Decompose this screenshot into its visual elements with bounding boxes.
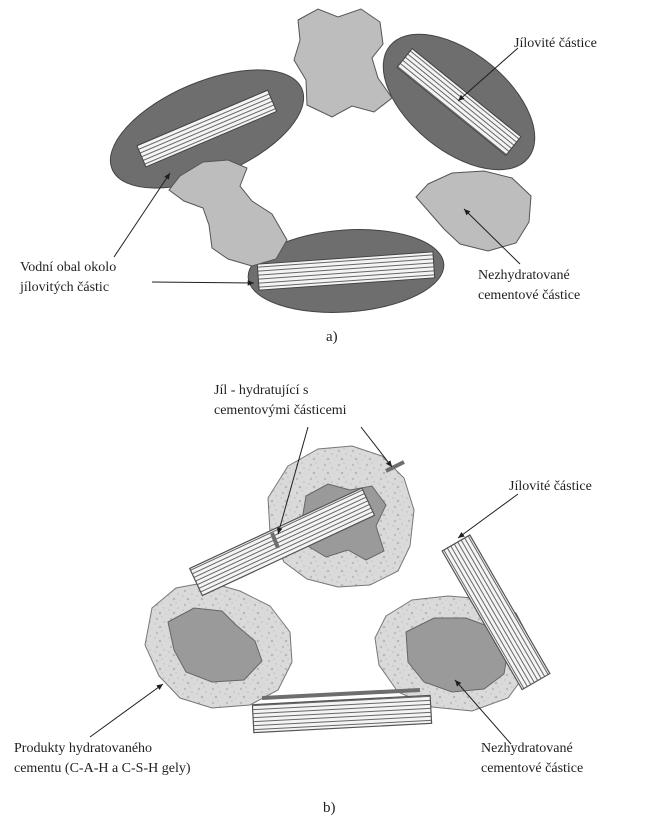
- cement-particle-top: [294, 9, 392, 117]
- label-unhydrated-b-line2: cementové částice: [481, 759, 583, 779]
- arrow-clay-b: [458, 494, 518, 538]
- caption-a: a): [326, 327, 338, 347]
- label-water-film: Vodní obal okolo jílovitých částic: [20, 258, 116, 298]
- caption-b: b): [323, 798, 336, 818]
- arrow-water-film-a-2: [152, 282, 254, 283]
- label-water-film-line1: Vodní obal okolo: [20, 258, 116, 278]
- label-hydration-products-line1: Produkty hydratovaného: [14, 739, 191, 759]
- label-unhydrated-a: Nezhydratované cementové částice: [478, 266, 580, 306]
- label-hydration-products-line2: cementu (C-A-H a C-S-H gely): [14, 759, 191, 779]
- label-unhydrated-a-line1: Nezhydratované: [478, 266, 580, 286]
- diagram-b: [90, 427, 550, 744]
- label-clay-hydrating-line1: Jíl - hydratující s: [214, 381, 347, 401]
- hydrated-particle-left: [145, 582, 292, 708]
- label-unhydrated-a-line2: cementové částice: [478, 286, 580, 306]
- label-clay-hydrating: Jíl - hydratující s cementovými částicem…: [214, 381, 347, 421]
- label-clay-particles-a: Jílovité částice: [514, 34, 597, 54]
- cement-particle-right: [416, 171, 531, 251]
- label-unhydrated-b-line1: Nezhydratované: [481, 739, 583, 759]
- label-unhydrated-b: Nezhydratované cementové částice: [481, 739, 583, 779]
- arrow-products: [90, 684, 163, 737]
- clay-particle-bottom-b: [252, 690, 431, 733]
- label-hydration-products: Produkty hydratovaného cementu (C-A-H a …: [14, 739, 191, 779]
- label-water-film-line2: jílovitých částic: [20, 278, 116, 298]
- cement-particle-left: [169, 160, 287, 266]
- label-clay-hydrating-line2: cementovými částicemi: [214, 401, 347, 421]
- label-clay-particles-b: Jílovité částice: [509, 477, 592, 497]
